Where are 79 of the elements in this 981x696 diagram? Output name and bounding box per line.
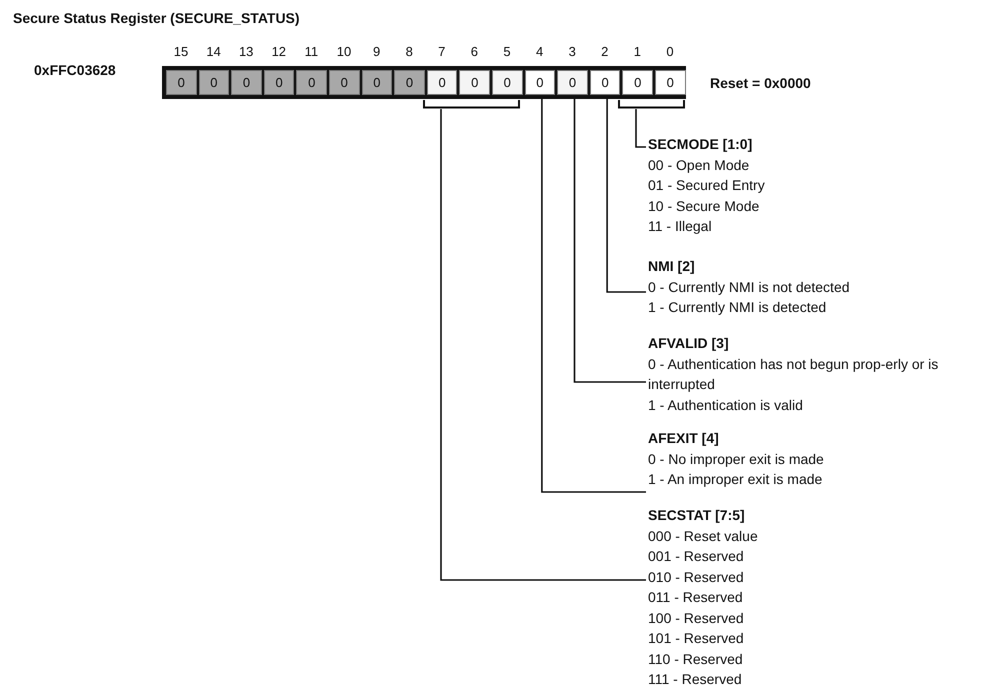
register-address: 0xFFC03628 — [34, 62, 116, 78]
field-value-description: 1 - Authentication is valid — [648, 396, 804, 414]
field-name: AFVALID [3] — [648, 334, 730, 353]
bit-number: 7 — [437, 44, 446, 59]
bit-value: 0 — [210, 75, 218, 90]
field-name: NMI [2] — [648, 257, 696, 276]
bit-number: 9 — [372, 44, 382, 59]
bit-cell — [557, 70, 588, 95]
bit-number: 1 — [632, 44, 642, 59]
field-value-description: 1 - Currently NMI is detected — [648, 298, 828, 317]
bit-cell — [198, 70, 230, 95]
bit-value: 0 — [178, 75, 185, 90]
bit-value: 0 — [504, 75, 511, 90]
field-value-description: 1 - An improper exit is made — [648, 470, 824, 489]
bit-number: 8 — [404, 44, 414, 59]
bit-value: 0 — [242, 75, 250, 90]
bit-value: 0 — [536, 75, 544, 90]
bit-cell — [492, 70, 523, 95]
bit-value: 0 — [373, 75, 380, 90]
field-value-description: 000 - Reset value — [648, 526, 759, 546]
bit-cell — [524, 70, 556, 95]
bit-number: 14 — [205, 44, 222, 59]
bit-value: 0 — [438, 75, 446, 90]
bit-number: 5 — [502, 44, 512, 59]
bit-field-bracket — [618, 100, 685, 109]
bit-number: 10 — [336, 44, 352, 59]
field-name: SECSTAT [7:5] — [648, 506, 746, 525]
bit-number: 4 — [534, 44, 544, 59]
field-value-description: 010 - Reserved — [648, 568, 745, 586]
bit-cell — [296, 70, 327, 95]
bit-number: 11 — [304, 44, 320, 59]
field-value-description: 01 - Secured Entry — [648, 176, 766, 195]
bit-value: 0 — [340, 75, 348, 90]
bit-number: 15 — [172, 44, 190, 59]
field-value-description: 0 - No improper exit is made — [648, 450, 825, 469]
field-name: AFEXIT [4] — [648, 429, 720, 448]
bit-cell — [622, 70, 653, 95]
leader-line — [440, 109, 646, 581]
bit-cell — [459, 70, 490, 95]
bit-number: 3 — [568, 44, 577, 59]
bit-value: 0 — [406, 75, 414, 90]
bit-number: 6 — [470, 44, 479, 59]
bit-cell — [329, 70, 360, 95]
bit-cell — [362, 70, 392, 95]
diagram-title: Secure Status Register (SECURE_STATUS) — [13, 10, 300, 26]
bit-cell — [166, 70, 197, 95]
field-value-description: 111 - Reserved — [648, 670, 743, 689]
register-frame — [162, 66, 686, 99]
field-name: SECMODE [1:0] — [648, 135, 754, 154]
field-value-description: 001 - Reserved — [648, 547, 745, 566]
bit-value: 0 — [275, 75, 283, 90]
field-value-description: 10 - Secure Mode — [648, 196, 760, 216]
reset-value: Reset = 0x0000 — [710, 75, 811, 91]
field-value-description: 0 - Authentication has not begun prop-erly or is interrupted — [648, 354, 940, 394]
bit-cell — [231, 70, 262, 95]
bit-cell — [426, 70, 458, 95]
bit-value: 0 — [634, 75, 642, 90]
bit-value: 0 — [308, 75, 316, 90]
bit-value: 0 — [666, 75, 674, 90]
bit-field-bracket — [423, 100, 520, 109]
field-value-description: 100 - Reserved — [648, 608, 745, 628]
field-value-description: 110 - Reserved — [648, 650, 744, 668]
field-value-description: 101 - Reserved — [648, 629, 745, 648]
bit-value: 0 — [568, 75, 576, 90]
field-value-description: 011 - Reserved — [648, 588, 744, 607]
bit-number: 0 — [665, 44, 675, 59]
field-value-description: 11 - Illegal — [648, 217, 713, 236]
field-value-description: 00 - Open Mode — [648, 156, 750, 175]
bit-number: 12 — [270, 44, 288, 59]
bit-cell — [264, 70, 294, 95]
bit-number: 13 — [238, 44, 254, 59]
bit-value: 0 — [601, 75, 609, 90]
bit-cell — [394, 70, 425, 95]
bit-value: 0 — [471, 75, 478, 90]
bit-number: 2 — [600, 44, 610, 59]
leader-line — [635, 109, 646, 148]
bit-cell — [590, 70, 620, 95]
field-value-description: 0 - Currently NMI is not detected — [648, 278, 851, 297]
bit-cell — [655, 70, 686, 95]
